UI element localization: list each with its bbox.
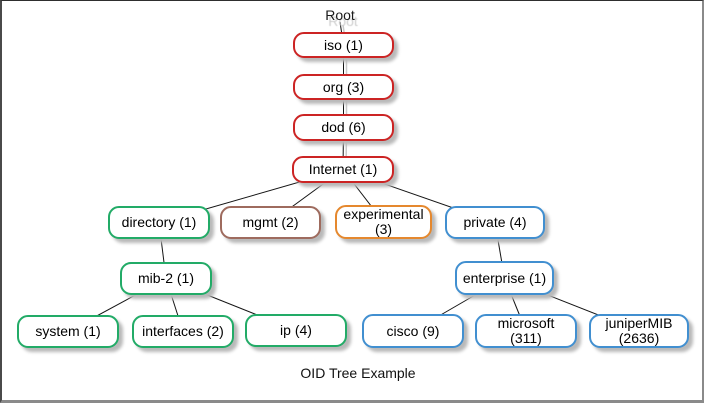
node-dod: dod (6) bbox=[293, 114, 394, 141]
node-label-line: iso (1) bbox=[324, 36, 363, 53]
node-label-line: cisco (9) bbox=[386, 322, 440, 339]
node-private: private (4) bbox=[445, 206, 545, 239]
root-label: Root bbox=[325, 7, 355, 23]
node-experimental: experimental(3) bbox=[335, 205, 432, 239]
node-label-line: interfaces (2) bbox=[142, 323, 224, 339]
node-system: system (1) bbox=[17, 315, 119, 348]
node-label-line: (3) bbox=[374, 221, 393, 237]
node-label-line: mgmt (2) bbox=[242, 214, 299, 230]
node-directory: directory (1) bbox=[108, 206, 210, 239]
diagram-caption: OID Tree Example bbox=[300, 365, 416, 381]
node-label-line: enterprise (1) bbox=[462, 269, 547, 286]
node-iso: iso (1) bbox=[293, 32, 394, 58]
node-label-line: (311) bbox=[510, 330, 542, 346]
node-label-line: ip (4) bbox=[280, 322, 312, 338]
node-label-line: experimental bbox=[343, 206, 424, 222]
node-label-line: system (1) bbox=[35, 323, 101, 339]
node-interfaces: interfaces (2) bbox=[132, 315, 234, 348]
node-label-line: org (3) bbox=[322, 78, 365, 95]
node-label-line: mib-2 (1) bbox=[137, 270, 194, 286]
node-enterprise: enterprise (1) bbox=[455, 261, 554, 295]
node-microsoft: microsoft(311) bbox=[475, 314, 577, 348]
node-label-line: juniperMIB bbox=[605, 315, 673, 331]
node-cisco: cisco (9) bbox=[362, 314, 464, 348]
node-internet: Internet (1) bbox=[292, 156, 394, 183]
node-label-line: (2636) bbox=[618, 330, 660, 346]
node-mgmt: mgmt (2) bbox=[220, 206, 321, 239]
node-juniperMIB: juniperMIB(2636) bbox=[589, 314, 689, 348]
node-label-line: Internet (1) bbox=[308, 161, 378, 177]
node-label-line: microsoft bbox=[497, 315, 555, 331]
node-org: org (3) bbox=[293, 74, 394, 100]
node-label-line: dod (6) bbox=[321, 119, 366, 135]
node-ip: ip (4) bbox=[245, 314, 347, 347]
node-label-line: directory (1) bbox=[121, 214, 197, 230]
node-mib2: mib-2 (1) bbox=[120, 262, 212, 295]
node-label-line: private (4) bbox=[463, 214, 527, 230]
